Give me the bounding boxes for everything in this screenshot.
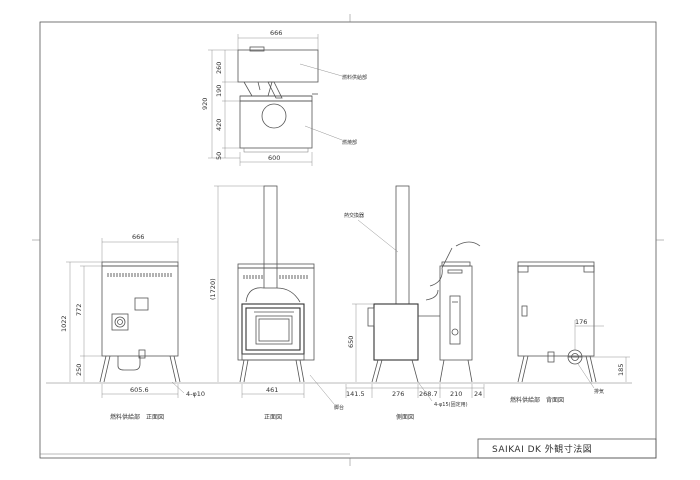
label-heat-exchanger: 熱交換器	[344, 212, 364, 219]
top-combustion-view: 燃料供給部 燃焼部 666 600 920 260 190 420 50	[201, 29, 367, 166]
dim-top-h4: 50	[215, 152, 223, 160]
dim-side-d5: 24	[474, 390, 482, 398]
dim-top-h3: 420	[215, 119, 223, 131]
dim-top-total: 920	[201, 98, 209, 110]
dim-fuel-hole: 4-φ10	[186, 390, 205, 398]
caption-side: 側面図	[396, 413, 414, 421]
dim-side-h: 650	[347, 336, 355, 348]
fuel-supply-front-view: 666 1022 772 250 605.6 4-φ10	[60, 233, 205, 398]
dim-front-h: (1720)	[209, 278, 217, 300]
dim-fuel-width: 666	[132, 233, 144, 241]
dim-back-d1: 176	[575, 318, 587, 326]
dim-top-bottom: 600	[268, 154, 280, 162]
dim-side-d1: 141.5	[346, 390, 365, 398]
caption-front: 正面図	[264, 414, 282, 421]
caption-fuel-front: 燃料供給部 正面図	[110, 413, 164, 421]
label-fuel-supply: 燃料供給部	[342, 74, 367, 81]
caption-fuel-back: 燃料供給部 背面図	[510, 396, 564, 404]
dim-side-d3: 268.7	[419, 390, 438, 398]
dim-side-d2: 276	[392, 390, 404, 398]
label-combustion: 燃焼部	[342, 139, 357, 146]
dim-top-width: 666	[270, 29, 282, 37]
dim-front-w: 461	[266, 386, 278, 394]
front-vent-slots	[243, 275, 308, 279]
dim-side-hole: 4-φ15(固定用)	[434, 401, 468, 408]
title-block: SAIKAI DK 外観寸法図	[477, 438, 657, 459]
stove-side-view: 熱交換器 650 141.5 276 268.7 210 24 4-φ15(固定…	[344, 185, 485, 408]
vent-slots	[107, 273, 172, 277]
label-legs: 脚台	[334, 404, 344, 411]
dim-back-d2: 185	[617, 364, 625, 376]
fuel-supply-back-view: 176 185 排気	[517, 261, 630, 395]
dim-fuel-total-h: 1022	[60, 315, 68, 332]
sheet-frame	[32, 14, 664, 466]
dim-side-d4: 210	[450, 390, 462, 398]
dim-fuel-h1: 772	[75, 304, 83, 316]
stove-front-view: (1720) 461 脚台	[209, 185, 344, 411]
dim-fuel-bottom: 605.6	[130, 386, 149, 394]
drawing-title: SAIKAI DK 外観寸法図	[492, 443, 592, 455]
dim-top-h2: 190	[215, 85, 223, 97]
dim-top-h1: 260	[215, 62, 223, 74]
label-exhaust: 排気	[594, 388, 604, 395]
dim-fuel-h2: 250	[75, 364, 83, 376]
